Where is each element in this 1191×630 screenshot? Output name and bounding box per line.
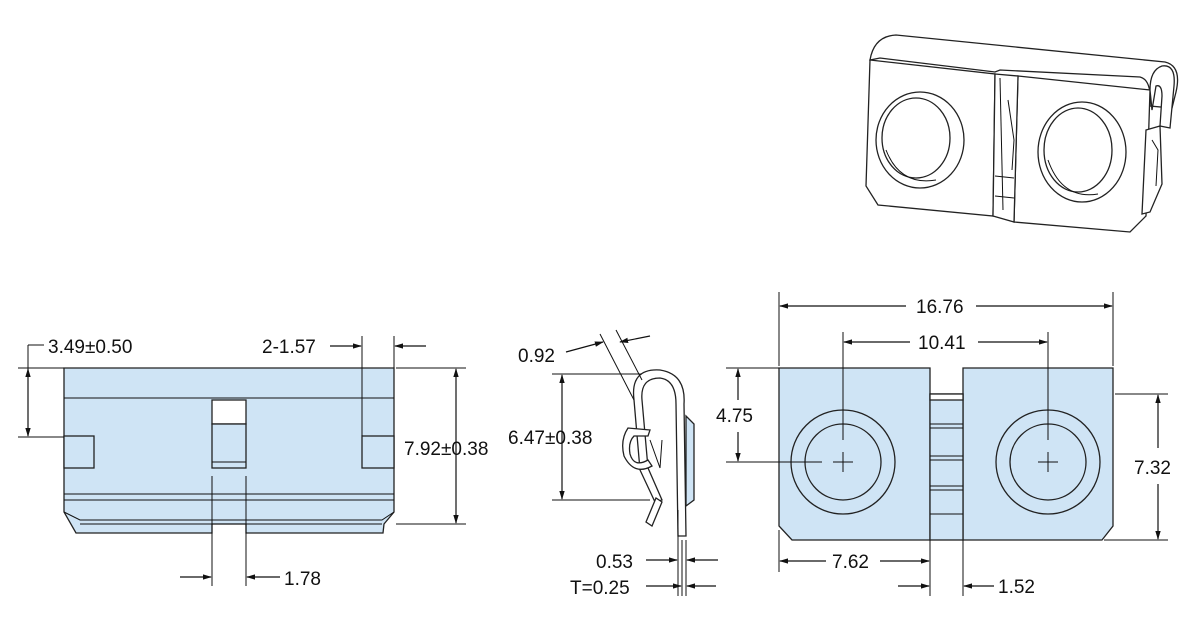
dim-top-gap: 1.52 <box>998 577 1035 598</box>
dim-side-radius: 0.92 <box>518 346 555 367</box>
dim-front-slot: 2-1.57 <box>262 337 316 358</box>
dim-top-half-width: 7.62 <box>832 552 869 573</box>
dim-top-height: 7.32 <box>1134 458 1171 479</box>
dim-side-offset: 0.53 <box>596 552 633 573</box>
dim-front-gap: 1.78 <box>284 569 321 590</box>
dim-top-width: 16.76 <box>916 297 964 318</box>
top-view: 16.76 10.41 4.75 7.32 7.62 1.52 <box>716 292 1171 598</box>
dim-front-height: 7.92±0.38 <box>404 439 488 460</box>
dim-top-hole-pitch: 10.41 <box>918 333 966 354</box>
front-view: 3.49±0.50 2-1.57 7.92±0.38 1.78 <box>18 336 488 590</box>
dim-top-center-height: 4.75 <box>716 406 753 427</box>
dim-side-thickness: T=0.25 <box>570 578 630 599</box>
dim-front-left-offset: 3.49±0.50 <box>48 337 132 358</box>
isometric-view <box>865 34 1179 233</box>
dim-side-height: 6.47±0.38 <box>508 428 592 449</box>
side-view: 0.92 6.47±0.38 0.53 T=0.25 <box>508 329 718 599</box>
